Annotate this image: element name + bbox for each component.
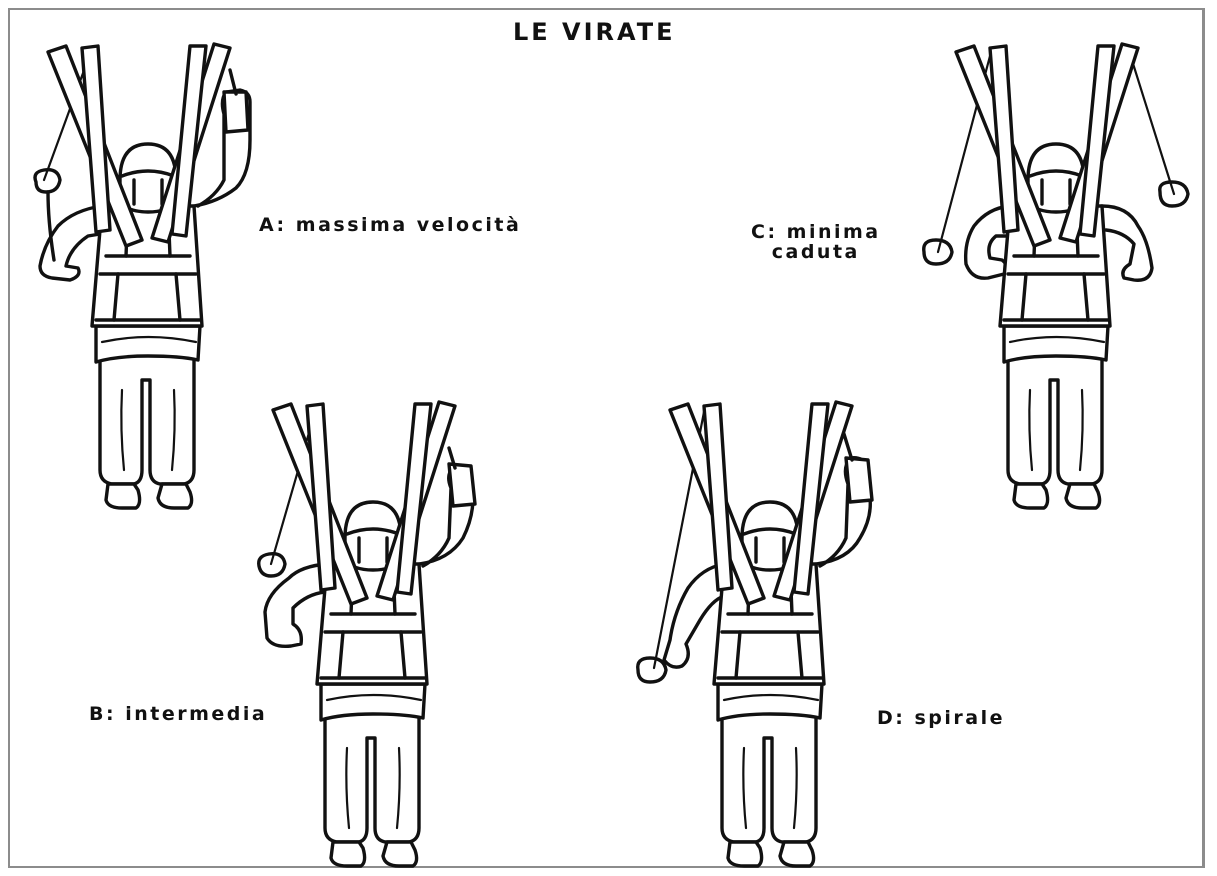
pilot-a bbox=[35, 44, 250, 508]
label-c-line2: caduta bbox=[751, 242, 881, 262]
pilot-c bbox=[924, 44, 1188, 508]
pilot-b bbox=[259, 402, 475, 866]
diagram-title: LE VIRATE bbox=[513, 18, 676, 46]
label-c: C: minima caduta bbox=[751, 222, 881, 262]
label-c-line1: C: minima bbox=[751, 222, 881, 242]
pilot-d bbox=[638, 402, 872, 866]
label-b: B: intermedia bbox=[89, 703, 267, 725]
label-a: A: massima velocità bbox=[259, 214, 521, 236]
label-d: D: spirale bbox=[877, 707, 1005, 729]
